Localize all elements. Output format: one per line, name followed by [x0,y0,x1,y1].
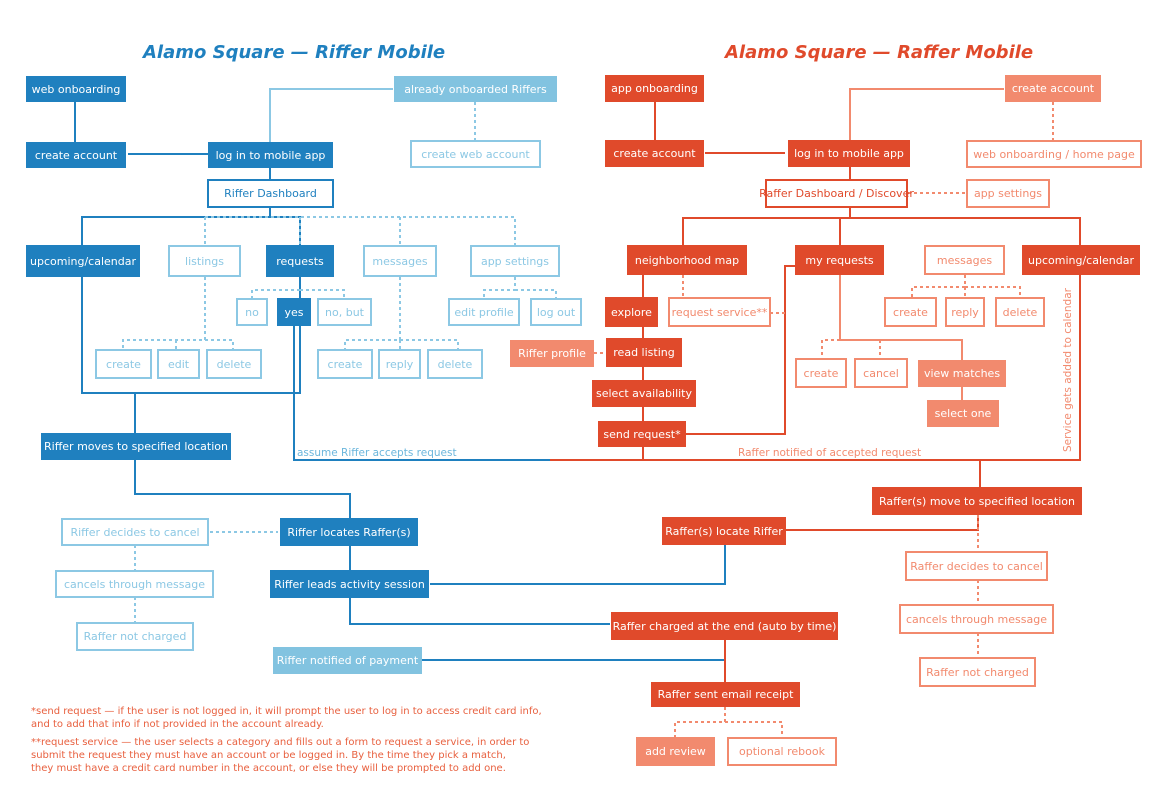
riffer-upcoming-calendar[interactable]: upcoming/calendar [26,245,140,277]
riffer-locates-raffers[interactable]: Riffer locates Raffer(s) [280,518,418,546]
request-service-note-line-2: submit the request they must have an acc… [31,750,506,761]
assume-riffer-accepts-label: assume Riffer accepts request [297,447,457,459]
raffer-move-to-location[interactable]: Raffer(s) move to specified location [872,487,1082,515]
riffer-dashboard[interactable]: Riffer Dashboard [207,179,334,208]
raffer-title: Alamo Square — Raffer Mobile [725,42,1034,63]
riffer-create-account[interactable]: create account [26,142,126,168]
raffer-create-account-web[interactable]: create account [1005,75,1101,102]
raffer-select-one[interactable]: select one [927,400,999,427]
raffer-not-charged[interactable]: Raffer not charged [919,657,1036,687]
riffer-decides-to-cancel[interactable]: Riffer decides to cancel [61,518,209,546]
raffer-decides-to-cancel[interactable]: Raffer decides to cancel [905,551,1048,581]
riffer-listing-edit[interactable]: edit [157,349,200,379]
request-service-note-line-1: **request service — the user selects a c… [31,737,530,748]
raffer-upcoming-calendar[interactable]: upcoming/calendar [1022,245,1140,275]
raffer-read-listing[interactable]: read listing [606,338,682,367]
raffer-message-create[interactable]: create [884,297,937,327]
raffer-view-matches[interactable]: view matches [918,360,1006,387]
send-request-note-line-1: *send request — if the user is not logge… [31,706,542,717]
raffer-request-cancel[interactable]: cancel [854,358,908,388]
raffer-message-delete[interactable]: delete [995,297,1045,327]
raffer-cancels-through-message[interactable]: cancels through message [899,604,1054,634]
raffer-neighborhood-map[interactable]: neighborhood map [627,245,747,275]
riffer-cancels-through-message[interactable]: cancels through message [55,570,214,598]
raffer-riffer-profile[interactable]: Riffer profile [510,340,594,367]
raffer-dashboard-discover[interactable]: Raffer Dashboard / Discover [759,179,914,208]
riffer-already-onboarded[interactable]: already onboarded Riffers [394,76,557,102]
riffer-moves-to-location[interactable]: Riffer moves to specified location [41,433,231,460]
raffer-email-receipt[interactable]: Raffer sent email receipt [651,682,800,707]
riffer-request-yes[interactable]: yes [277,298,311,326]
riffer-edit-profile[interactable]: edit profile [448,298,520,326]
riffer-request-no-but[interactable]: no, but [317,298,372,326]
raffer-my-requests[interactable]: my requests [795,245,884,275]
riffer-listing-create[interactable]: create [95,349,152,379]
raffer-add-review[interactable]: add review [636,737,715,766]
raffer-send-request[interactable]: send request* [598,421,686,447]
riffer-log-in[interactable]: log in to mobile app [208,142,333,168]
raffer-explore[interactable]: explore [605,297,658,327]
raffer-create-account[interactable]: create account [605,140,704,167]
riffer-web-onboarding[interactable]: web onboarding [26,76,126,102]
riffer-title: Alamo Square — Riffer Mobile [143,42,446,63]
raffer-message-reply[interactable]: reply [945,297,985,327]
raffer-locate-riffer[interactable]: Raffer(s) locate Riffer [662,517,786,545]
riffer-message-delete[interactable]: delete [427,349,483,379]
riffer-notified-of-payment[interactable]: Riffer notified of payment [273,647,422,674]
raffer-messages[interactable]: messages [924,245,1005,275]
riffer-listings[interactable]: listings [168,245,241,277]
raffer-log-in[interactable]: log in to mobile app [788,140,910,167]
raffer-notified-accepted-label: Raffer notified of accepted request [738,447,922,459]
send-request-note-line-2: and to add that info if not provided in … [31,719,324,730]
service-added-calendar-label: Service gets added to calendar [1062,288,1074,452]
riffer-listing-delete[interactable]: delete [206,349,262,379]
raffer-app-onboarding[interactable]: app onboarding [605,75,704,102]
raffer-web-onboarding-home[interactable]: web onboarding / home page [966,140,1142,168]
raffer-app-settings[interactable]: app settings [966,179,1050,208]
raffer-request-service[interactable]: request service** [668,297,771,327]
riffer-message-reply[interactable]: reply [378,349,421,379]
riffer-raffer-not-charged[interactable]: Raffer not charged [76,622,194,651]
riffer-requests[interactable]: requests [266,245,334,277]
raffer-charged-at-end[interactable]: Raffer charged at the end (auto by time) [611,612,838,640]
riffer-create-web-account[interactable]: create web account [410,140,541,168]
raffer-optional-rebook[interactable]: optional rebook [727,737,837,766]
riffer-log-out[interactable]: log out [530,298,582,326]
riffer-message-create[interactable]: create [317,349,373,379]
request-service-note-line-3: they must have a credit card number in t… [31,763,506,774]
raffer-request-create[interactable]: create [795,358,847,388]
riffer-messages[interactable]: messages [363,245,437,277]
riffer-request-no[interactable]: no [236,298,268,326]
riffer-leads-activity-session[interactable]: Riffer leads activity session [270,570,429,598]
raffer-select-availability[interactable]: select availability [592,380,696,407]
riffer-app-settings[interactable]: app settings [470,245,560,277]
